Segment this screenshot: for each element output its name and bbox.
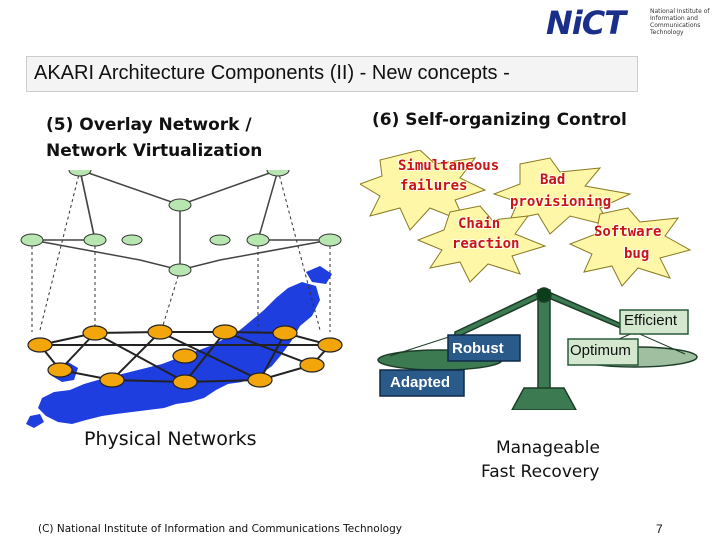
scale-base [511,387,577,410]
label-reaction: reaction [452,236,520,252]
slide-title: AKARI Architecture Components (II) - New… [34,62,510,84]
logo-line: Technology [650,29,684,36]
japan-map [26,266,332,428]
title-box [26,56,638,92]
scale-pivot [536,287,552,303]
starburst-bad [492,157,632,235]
virtual-links [31,170,331,336]
logo-line: Information and [650,15,698,22]
fast-recovery-label: Fast Recovery [481,462,600,482]
efficient-tag-box [619,309,689,335]
problem-starbursts [360,150,692,287]
logo-mark: NiCT [546,4,626,42]
optimum-label: Optimum [570,342,631,359]
adapted-label: Adapted [390,374,450,391]
copyright-footer: (C) National Institute of Information an… [38,523,402,535]
physical-networks-label: Physical Networks [84,428,257,450]
optimum-tag-box [567,338,639,366]
overlay-network-diagram [20,170,343,428]
label-provisioning: provisioning [510,194,612,210]
label-failures: failures [400,178,468,194]
logo-subtitle: National Institute of Information and Co… [650,8,720,36]
label-software: Software [594,224,662,240]
robust-label: Robust [452,340,504,357]
label-bad: Bad [540,172,566,188]
starburst-software [568,207,692,287]
overlay-heading-line1: (5) Overlay Network / [46,115,252,135]
nict-logo: NiCT National Institute of Information a… [540,4,720,44]
starburst-chain [416,205,547,283]
overlay-heading-line2: Network Virtualization [46,141,263,161]
label-bug: bug [624,246,650,262]
overlay-nodes [20,170,342,277]
self-organizing-diagram [360,150,698,410]
page-number: 7 [656,522,663,536]
overlay-star [31,170,331,271]
label-simultaneous: Simultaneous [398,158,500,174]
robust-tag-box [447,334,521,362]
efficient-label: Efficient [624,312,678,329]
adapted-tag-box [379,369,465,397]
logo-line: National Institute of [650,8,710,15]
starburst-failures [360,150,487,231]
label-chain: Chain [458,216,501,232]
self-org-heading: (6) Self-organizing Control [372,110,627,130]
logo-line: Communications [650,22,701,29]
manageable-label: Manageable [496,438,600,458]
physical-nodes [27,324,343,390]
